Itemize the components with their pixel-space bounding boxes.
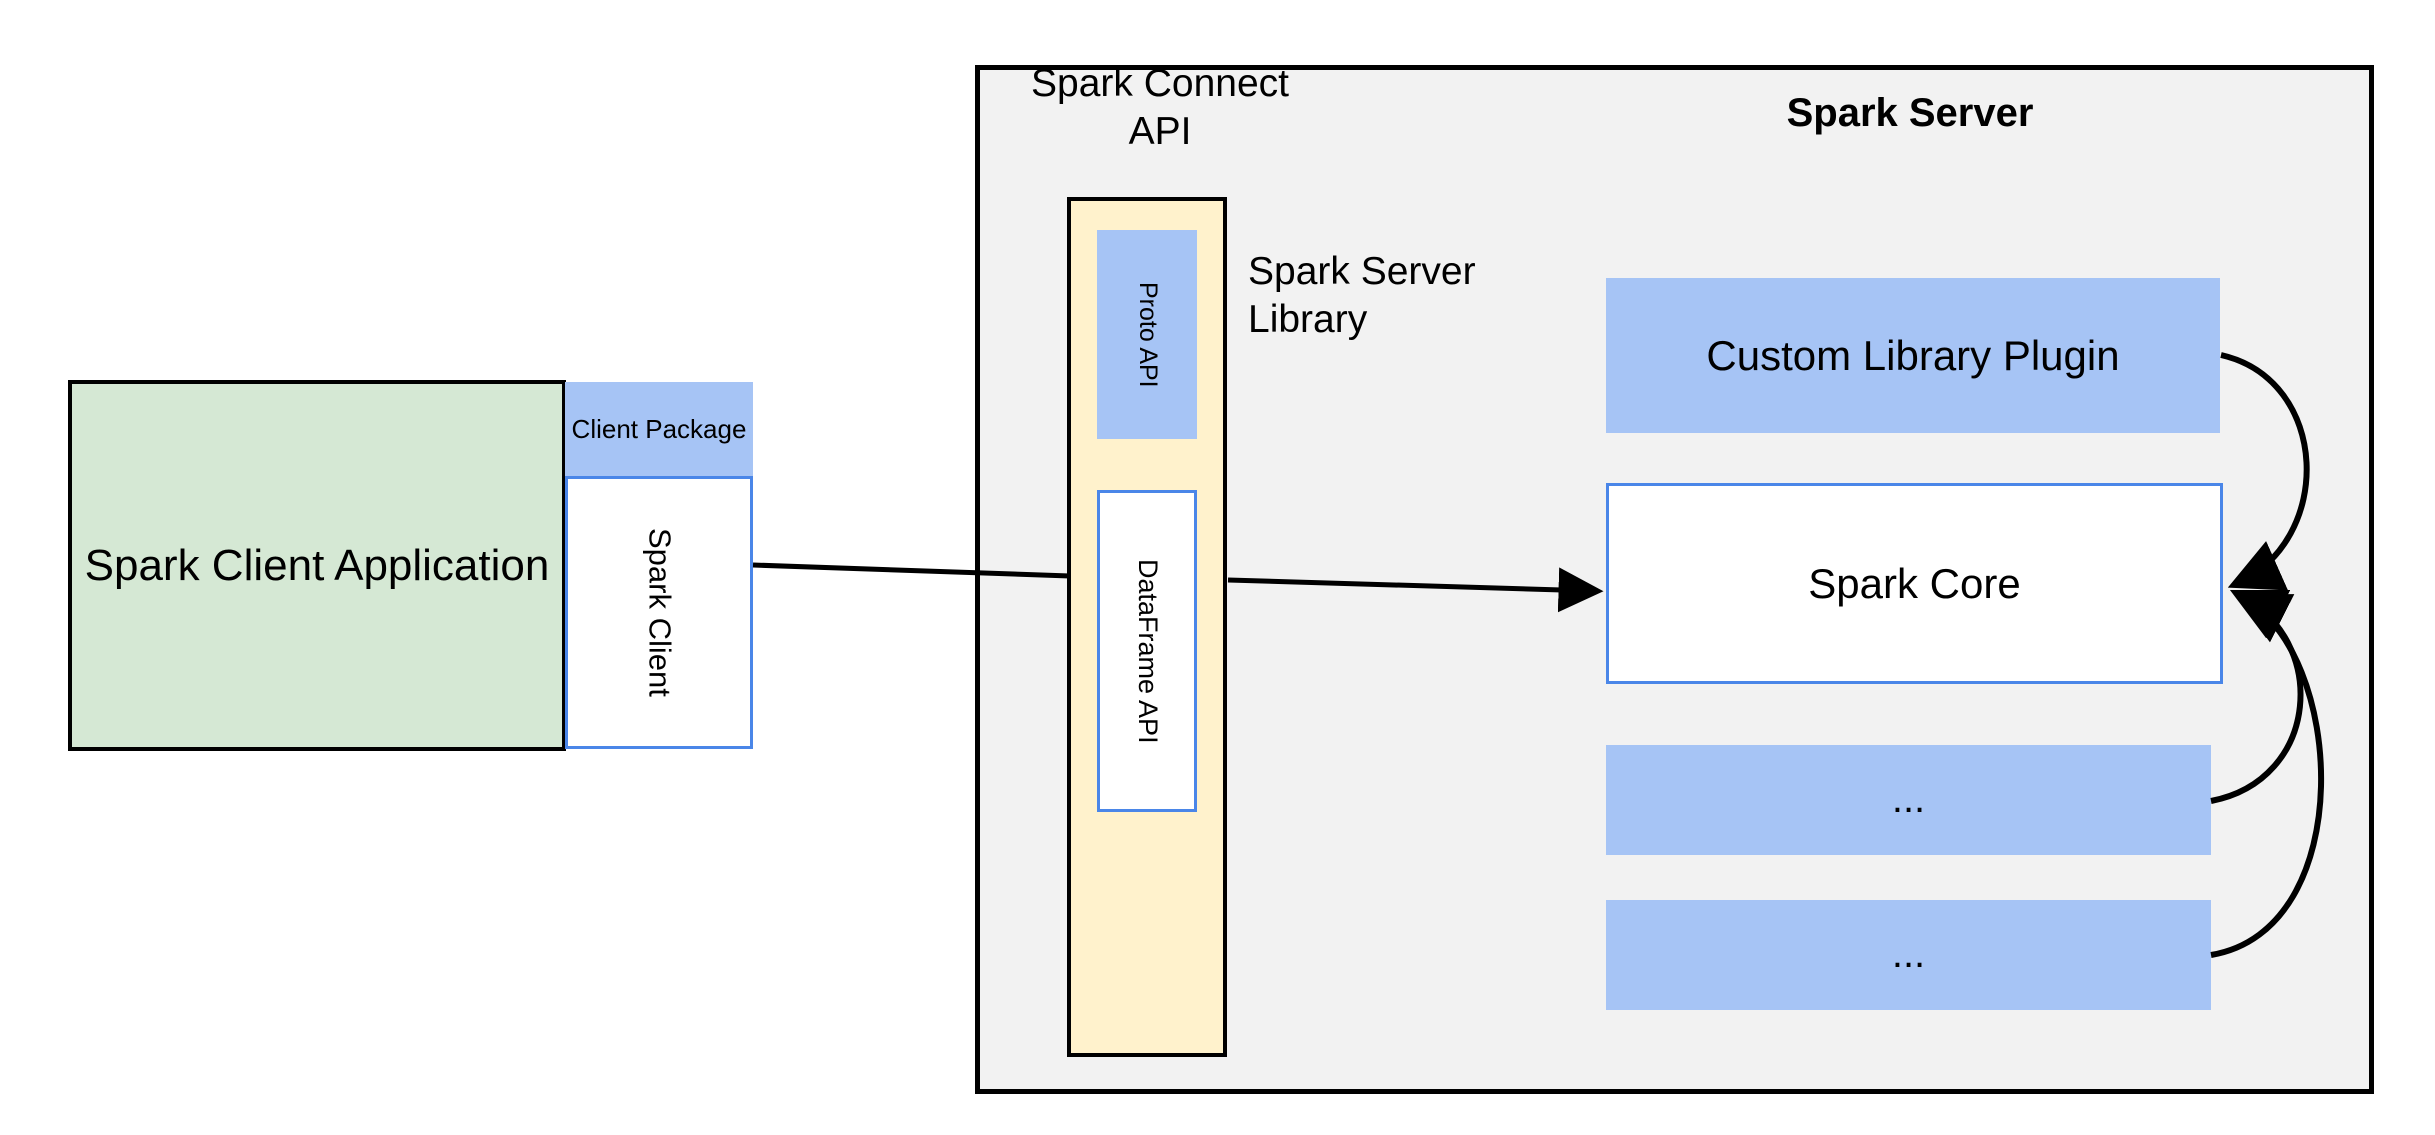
spark-client-box[interactable]: Spark Client (565, 476, 753, 749)
spark-client-application-box[interactable]: Spark Client Application (68, 380, 566, 751)
spark-client-application-label: Spark Client Application (84, 540, 550, 590)
placeholder-component-label-1: ... (1891, 777, 1926, 822)
spark-core-label: Spark Core (1808, 559, 2021, 607)
placeholder-component-box-1[interactable]: ... (1606, 745, 2211, 855)
placeholder-component-label-2: ... (1891, 932, 1926, 977)
spark-connect-api-label: Spark Connect API (1031, 62, 1289, 153)
custom-library-plugin-box[interactable]: Custom Library Plugin (1606, 278, 2220, 433)
client-package-label: Client Package (571, 414, 747, 445)
proto-api-box[interactable]: Proto API (1097, 230, 1197, 439)
spark-client-label: Spark Client (642, 528, 678, 697)
custom-library-plugin-label: Custom Library Plugin (1706, 331, 2120, 379)
spark-server-title: Spark Server (1786, 91, 2034, 135)
proto-api-label: Proto API (1133, 281, 1162, 388)
placeholder-component-box-2[interactable]: ... (1606, 900, 2211, 1010)
dataframe-api-box[interactable]: DataFrame API (1097, 490, 1197, 812)
spark-core-box[interactable]: Spark Core (1606, 483, 2223, 684)
dataframe-api-label: DataFrame API (1132, 558, 1163, 744)
client-package-box[interactable]: Client Package (565, 382, 753, 477)
spark-server-library-label: Spark Server Library (1248, 250, 1476, 341)
